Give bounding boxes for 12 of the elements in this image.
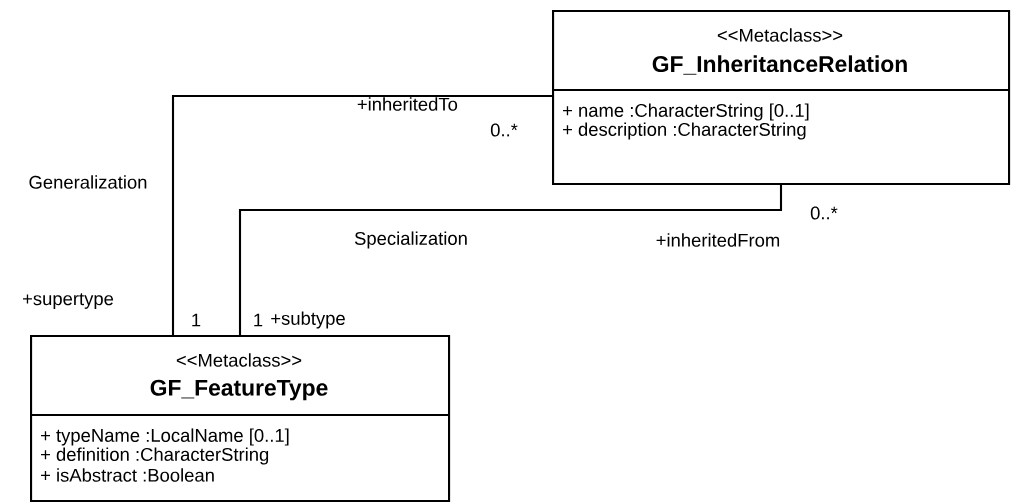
class-box: <<Metaclass>> GF_InheritanceRelation + name :CharacterString [0..1] + description :CharacterString <box>552 10 1011 186</box>
multiplicity: 1 <box>254 313 263 327</box>
role-name: +inheritedFrom <box>656 233 780 247</box>
edge-label: Generalization <box>26 173 150 191</box>
class-box: <<Metaclass>> GF_FeatureType + typeName :LocalName [0..1] + definition :CharacterString + isAbstract :Boolean <box>30 335 451 503</box>
association-line <box>238 185 783 335</box>
edge-label: Specialization <box>352 229 470 251</box>
role-name: +inheritedTo <box>357 97 458 111</box>
multiplicity: 0..* <box>490 123 518 137</box>
role-name: +supertype <box>23 293 114 309</box>
multiplicity: 0..* <box>810 206 838 220</box>
association-line <box>171 94 552 335</box>
